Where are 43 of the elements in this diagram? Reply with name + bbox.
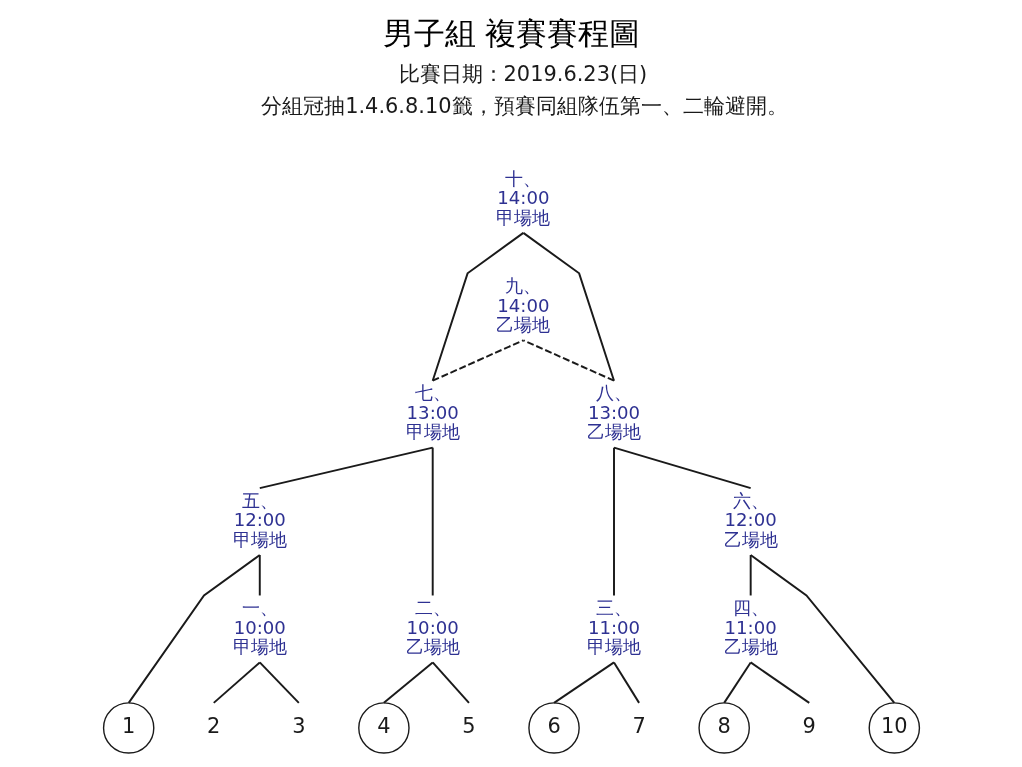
connector <box>521 231 615 382</box>
node-circle: 10 <box>868 702 920 754</box>
connector <box>431 339 524 382</box>
node-text: 八、 13:00 乙場地 <box>586 382 641 443</box>
connector <box>612 661 640 704</box>
connector <box>722 661 752 704</box>
connector <box>127 554 261 704</box>
connector <box>749 554 895 704</box>
label: 比賽日期：2019.6.23(日) <box>398 61 647 86</box>
node-text: 7 <box>631 713 646 738</box>
connector <box>552 661 615 704</box>
connector <box>612 446 752 490</box>
connector <box>431 231 524 382</box>
node-circle: 4 <box>357 702 410 754</box>
node-circle: 1 <box>102 702 154 754</box>
node-text: 九、 14:00 乙場地 <box>495 275 550 336</box>
connector <box>431 661 470 704</box>
connector <box>258 554 261 597</box>
node-text: 十、 14:00 甲場地 <box>495 167 550 228</box>
node-text: 9 <box>802 713 816 738</box>
node-text: 5 <box>461 713 476 738</box>
node-circle: 6 <box>527 702 580 754</box>
connector <box>258 661 300 704</box>
node-text: 三、 11:00 甲場地 <box>586 597 641 658</box>
connector <box>212 661 261 704</box>
label: 分組冠抽1.4.6.8.10籤，預賽同組隊伍第一、二輪避開。 <box>260 93 788 118</box>
node-text: 一、 10:00 甲場地 <box>232 597 287 658</box>
connector <box>521 339 615 382</box>
connector <box>258 446 434 490</box>
node-text: 七、 13:00 甲場地 <box>405 382 460 443</box>
connector <box>612 446 615 597</box>
node-text: 二、 10:00 乙場地 <box>405 597 460 658</box>
connector <box>749 661 810 704</box>
node-text: 六、 12:00 乙場地 <box>723 489 778 550</box>
connector <box>749 554 752 597</box>
connector <box>382 661 434 704</box>
node-text: 3 <box>291 713 305 738</box>
node-text: 五、 12:00 甲場地 <box>232 489 287 550</box>
node-circle: 8 <box>697 702 750 754</box>
diagram-title: 男子組 複賽賽程圖 <box>382 16 640 52</box>
node-text: 2 <box>206 713 220 738</box>
connector <box>431 446 434 597</box>
node-text: 四、 11:00 乙場地 <box>723 597 778 658</box>
